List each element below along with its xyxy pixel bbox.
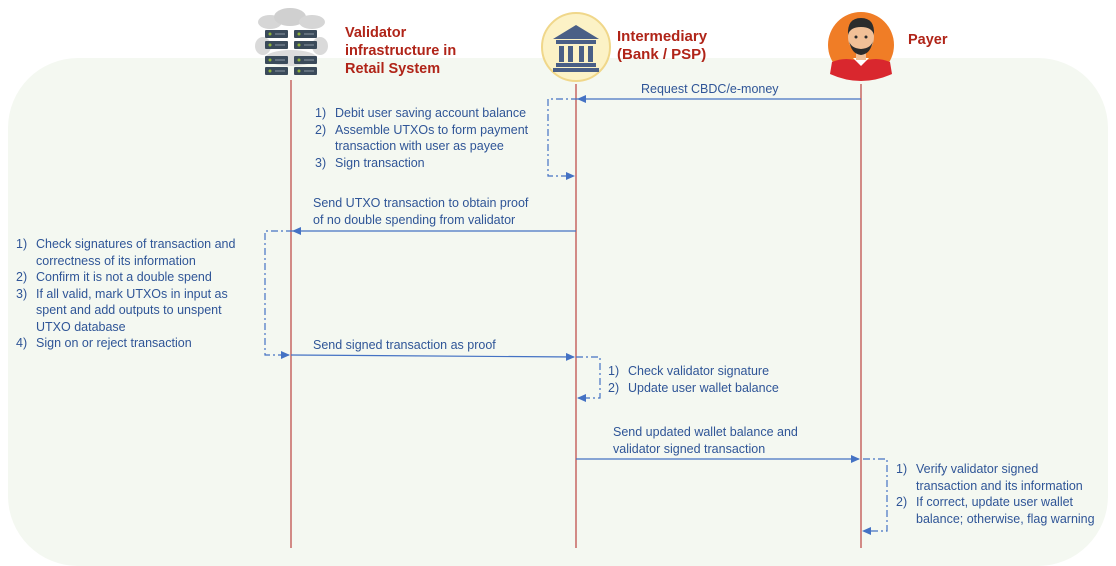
intermediary-self-loop — [547, 98, 578, 180]
step-text: balance; otherwise, flag warning — [916, 511, 1095, 526]
step-item: 4) Sign on or reject transaction — [16, 335, 235, 352]
step-text: Check validator signature — [628, 364, 770, 378]
send-utxo-message-line: Send UTXO transaction to obtain proof — [313, 196, 529, 210]
step-number: 3) — [315, 155, 327, 170]
payer-label: Payer — [908, 31, 948, 49]
background-panel — [8, 58, 1108, 566]
validator-label-line: infrastructure in — [345, 43, 457, 59]
intermediary-label-line: (Bank / PSP) — [617, 46, 707, 63]
step-text: transaction and its information — [916, 478, 1083, 493]
step-text: spent and add outputs to unspent — [36, 303, 222, 317]
step-number: 2) — [608, 380, 620, 395]
step-number: 1) — [16, 237, 28, 251]
step-text: If correct, update user wallet — [916, 495, 1074, 509]
send-utxo-message-label: Send UTXO transaction to obtain proof of… — [313, 195, 528, 228]
send-utxo-message-line: of no double spending from validator — [313, 212, 516, 227]
step-text: Assemble UTXOs to form payment — [335, 122, 529, 137]
step-number: 1) — [896, 462, 908, 476]
step-number: 4) — [16, 336, 28, 350]
step-item: 1) Check signatures of transaction and c… — [16, 236, 235, 269]
send-signed-arrow — [290, 352, 575, 361]
step-text: Debit user saving account balance — [335, 106, 527, 120]
person-avatar-icon — [828, 12, 894, 81]
bank-icon — [541, 12, 611, 82]
send-signed-message-label: Send signed transaction as proof — [313, 337, 496, 354]
intermediary-label-line: Intermediary — [617, 28, 708, 45]
step-number: 2) — [16, 270, 28, 284]
step-number: 3) — [16, 286, 28, 301]
payer-self-loop — [862, 458, 888, 535]
validator-label: Validator infrastructure in Retail Syste… — [345, 24, 456, 78]
step-item: 1) Verify validator signed transaction a… — [896, 461, 1095, 494]
step-text: Sign transaction — [335, 155, 425, 170]
request-message-line: Request CBDC/e-money — [641, 82, 779, 96]
step-text: Verify validator signed — [916, 462, 1039, 476]
step-number: 2) — [315, 122, 327, 137]
step-text: Check signatures of transaction and — [36, 237, 236, 251]
validator-steps: 1) Check signatures of transaction and c… — [16, 236, 235, 352]
step-number: 2) — [896, 495, 908, 509]
step-item: 3) If all valid, mark UTXOs in input as … — [16, 286, 235, 336]
request-message-label: Request CBDC/e-money — [641, 81, 779, 98]
step-text: transaction with user as payee — [335, 139, 504, 153]
validator-label-line: Retail System — [345, 61, 441, 77]
send-updated-message-line: validator signed transaction — [613, 441, 766, 456]
step-text: UTXO database — [36, 319, 126, 334]
step-item: 3) Sign transaction — [315, 155, 528, 172]
intermediary-verify-loop — [576, 356, 601, 402]
intermediary-verify-steps: 1) Check validator signature 2) Update u… — [608, 363, 779, 396]
step-number: 1) — [608, 364, 620, 378]
send-updated-message-label: Send updated wallet balance and validato… — [613, 424, 798, 457]
step-text: Sign on or reject transaction — [36, 336, 192, 350]
step-number: 1) — [315, 106, 327, 120]
intermediary-steps: 1) Debit user saving account balance 2) … — [315, 105, 528, 171]
step-text: Confirm it is not a double spend — [36, 270, 212, 284]
step-text: If all valid, mark UTXOs in input as — [36, 286, 228, 301]
validator-label-line: Validator — [345, 25, 407, 41]
intermediary-label: Intermediary (Bank / PSP) — [617, 28, 707, 64]
server-cloud-icon — [255, 8, 328, 75]
step-item: 1) Debit user saving account balance — [315, 105, 528, 122]
payer-steps: 1) Verify validator signed transaction a… — [896, 461, 1095, 527]
step-text: Update user wallet balance — [628, 380, 779, 395]
step-item: 2) Confirm it is not a double spend — [16, 269, 235, 286]
send-signed-message-line: Send signed transaction as proof — [313, 338, 496, 352]
step-item: 2) Update user wallet balance — [608, 380, 779, 397]
validator-self-loop — [264, 230, 293, 359]
payer-label-line: Payer — [908, 32, 948, 48]
step-item: 2) If correct, update user wallet balanc… — [896, 494, 1095, 527]
step-item: 1) Check validator signature — [608, 363, 779, 380]
send-updated-message-line: Send updated wallet balance and — [613, 425, 798, 439]
step-text: correctness of its information — [36, 253, 196, 268]
step-item: 2) Assemble UTXOs to form payment transa… — [315, 122, 528, 155]
